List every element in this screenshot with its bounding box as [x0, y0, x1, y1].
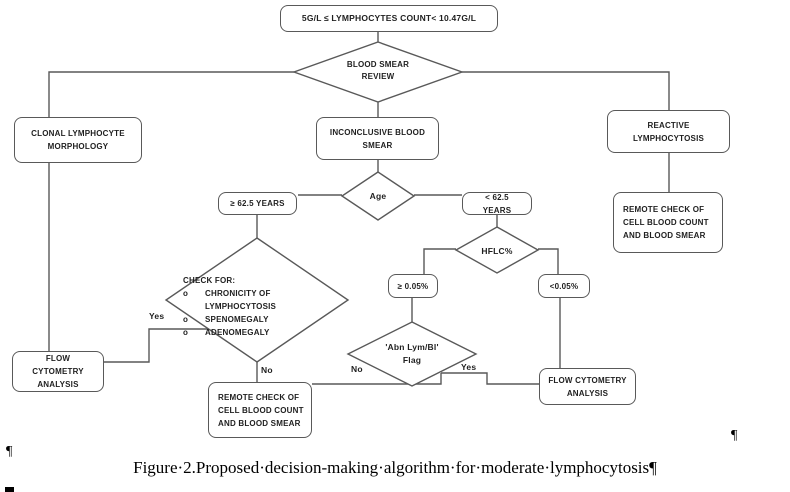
check-item-label: ADENOMEGALY — [205, 328, 270, 337]
list-bullet: o — [183, 289, 189, 298]
list-bullet: o — [183, 328, 189, 337]
lt-62-years-box: < 62.5 YEARS — [462, 192, 532, 215]
remote-check-right-box: REMOTE CHECK OF CELL BLOOD COUNT AND BLO… — [613, 192, 723, 253]
blood-smear-review-label: BLOOD SMEAR REVIEW — [346, 60, 410, 81]
list-bullet: o — [183, 315, 189, 324]
abn-lym-flag-label: 'Abn Lym/Bl' Flag — [385, 342, 439, 365]
abn-no-label: No — [351, 364, 363, 374]
check-for-diamond — [164, 237, 350, 363]
lymphocyte-count-range-box: 5G/L ≤ LYMPHOCYTES COUNT< 10.47G/L — [280, 5, 498, 32]
remote-check-mid-box: REMOTE CHECK OF CELL BLOOD COUNT AND BLO… — [208, 382, 312, 438]
clipped-text-mark — [5, 487, 14, 492]
abn-yes-label: Yes — [461, 362, 477, 372]
ge-005-pct-box: ≥ 0.05% — [388, 274, 438, 298]
lt-005-pct-box: <0.05% — [538, 274, 590, 298]
check-item: o CHRONICITY OF LYMPHOCYTOSIS — [183, 287, 319, 313]
pilcrow-mark-left: ¶ — [6, 444, 13, 459]
inconclusive-blood-smear-box: INCONCLUSIVE BLOOD SMEAR — [316, 117, 439, 160]
check-item-label: CHRONICITY OF LYMPHOCYTOSIS — [205, 289, 277, 311]
blood-smear-review-diamond — [291, 41, 465, 103]
age-label: Age — [369, 191, 387, 201]
age-diamond — [340, 171, 416, 221]
abn-lym-flag-diamond — [346, 321, 478, 387]
ge-62-years-box: ≥ 62.5 YEARS — [218, 192, 297, 215]
check-yes-label: Yes — [149, 311, 165, 321]
flow-cytometry-right-box: FLOW CYTOMETRY ANALYSIS — [539, 368, 636, 405]
clonal-lymphocyte-morphology-box: CLONAL LYMPHOCYTE MORPHOLOGY — [14, 117, 142, 163]
check-item: o SPENOMEGALY — [183, 313, 319, 326]
check-for-title: CHECK FOR: — [183, 276, 236, 285]
check-for-content: CHECK FOR: o CHRONICITY OF LYMPHOCYTOSIS… — [183, 274, 319, 339]
pilcrow-mark-right: ¶ — [731, 428, 738, 443]
reactive-lymphocytosis-box: REACTIVE LYMPHOCYTOSIS — [607, 110, 730, 153]
hflc-label: HFLC% — [481, 246, 513, 256]
figure-caption: Figure·2.Proposed·decision-making·algori… — [133, 458, 657, 477]
check-item-label: SPENOMEGALY — [205, 315, 269, 324]
check-item: o ADENOMEGALY — [183, 326, 319, 339]
check-no-label: No — [261, 365, 273, 375]
hflc-diamond — [454, 226, 540, 274]
flow-cytometry-left-box: FLOW CYTOMETRY ANALYSIS — [12, 351, 104, 392]
